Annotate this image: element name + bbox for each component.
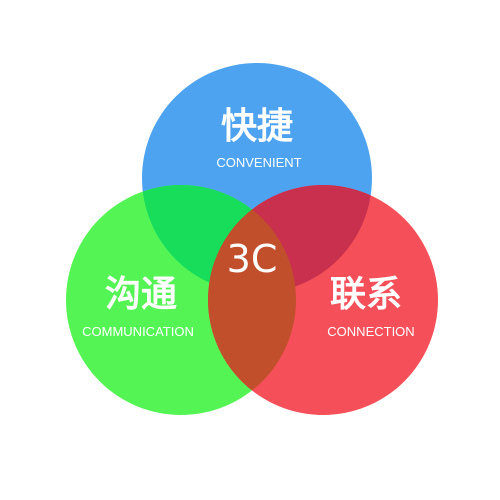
center-label: 3C [227, 237, 278, 281]
overlap-center [208, 185, 296, 293]
communication-title: 沟通 [105, 274, 177, 315]
connection-title: 联系 [330, 274, 402, 315]
convenient-title: 快捷 [221, 106, 293, 147]
convenient-subtitle: CONVENIENT [216, 155, 301, 170]
connection-subtitle: CONNECTION [327, 324, 414, 339]
communication-subtitle: COMMUNICATION [82, 324, 194, 339]
